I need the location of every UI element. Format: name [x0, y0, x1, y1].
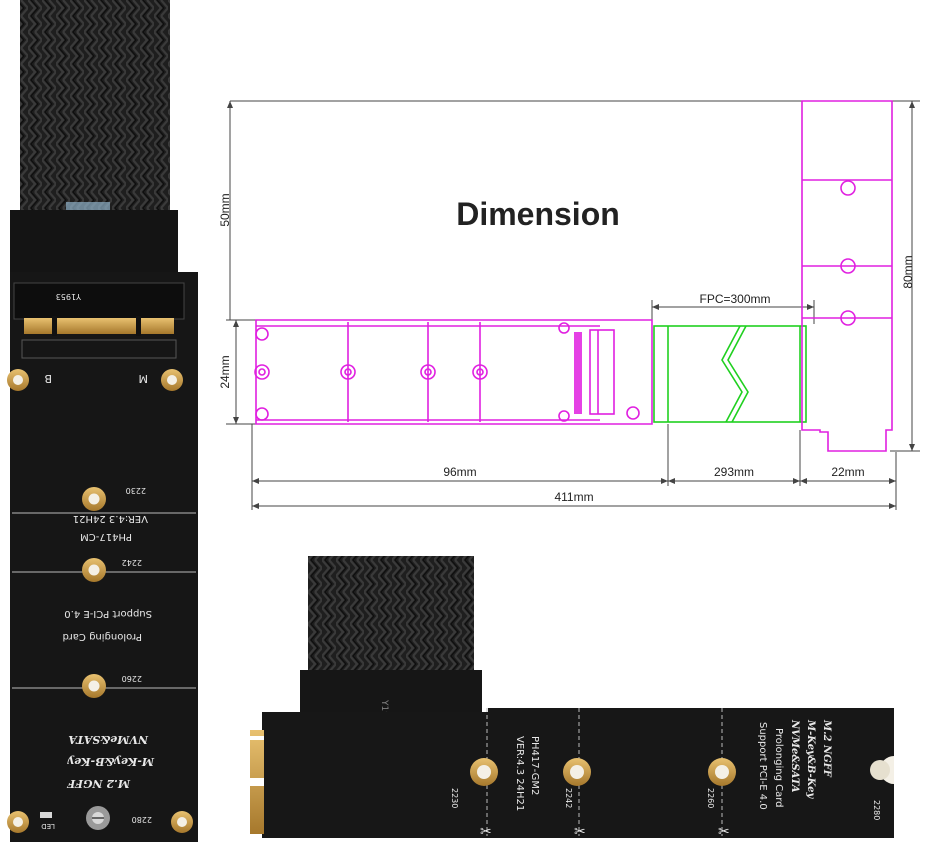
pcb-board	[10, 272, 198, 842]
m2-slot	[13, 282, 185, 320]
mounting-hole	[161, 369, 183, 391]
gold-edge-connector	[250, 730, 264, 834]
dim-height-50: 50mm	[218, 193, 232, 226]
standoff-2280	[86, 806, 110, 830]
version-label: VER:4.3 24H21	[73, 513, 148, 524]
version-label: VER:4.3 24H21	[514, 736, 525, 811]
dim-height-80: 80mm	[901, 255, 915, 288]
led-label: LED	[41, 822, 55, 830]
vertical-card-outline	[801, 100, 893, 452]
dim-height-24: 24mm	[218, 355, 232, 388]
mounting-hole	[7, 369, 29, 391]
standoff-2260	[708, 758, 736, 786]
model-label: PH417-GM2	[529, 736, 540, 795]
nvme-label: NVMe&SATA	[68, 733, 149, 746]
model-label: PH417-CM	[80, 531, 132, 542]
pos-2230-label: 2230	[450, 788, 459, 808]
standoff-2230	[82, 487, 106, 511]
support-label: Support PCI-E 4.0	[757, 722, 768, 810]
pos-2260-label: 2260	[122, 674, 142, 683]
key-type-label: M-Key&B-Key	[805, 719, 816, 800]
pos-2280-label: 2280	[132, 815, 152, 824]
ngff-label: M.2 NGFF	[66, 777, 131, 790]
dim-length-293: 293mm	[714, 465, 754, 479]
svg-text:✂: ✂	[574, 824, 586, 840]
cable-sleeve	[10, 210, 178, 280]
ngff-label: M.2 NGFF	[821, 719, 832, 778]
mounting-hole	[171, 811, 193, 833]
cut-scissors-icon: ✂	[718, 824, 730, 840]
dim-length-411: 411mm	[554, 490, 593, 504]
slot-label: Y1953	[56, 292, 82, 301]
slot-pins	[24, 318, 174, 334]
svg-text:✂: ✂	[480, 824, 492, 840]
dim-fpc-length: FPC=300mm	[699, 292, 770, 306]
standoff-2242	[563, 758, 591, 786]
nvme-label: NVMe&SATA	[789, 719, 800, 793]
pos-2280-label: 2280	[872, 800, 881, 820]
svg-text:✂: ✂	[718, 824, 730, 840]
fpc-cable-outline	[653, 325, 807, 423]
dim-length-22: 22mm	[831, 465, 864, 479]
key-b-label: B	[44, 372, 52, 385]
cut-scissors-icon: ✂	[574, 824, 586, 840]
key-type-label: M-Key&B-Key	[66, 755, 155, 768]
braided-cable	[20, 0, 170, 222]
support-label: Support PCI-E 4.0	[64, 608, 152, 619]
mounting-hole	[7, 811, 29, 833]
m2-card-outline	[254, 319, 653, 425]
pos-2260-label: 2260	[706, 788, 715, 808]
product-label: Prolonging Card	[773, 728, 784, 807]
pos-2242-label: 2242	[564, 788, 573, 808]
pos-2242-label: 2242	[122, 558, 142, 567]
pos-2230-label: 2230	[126, 486, 146, 495]
standoff-2230	[470, 758, 498, 786]
standoff-2280	[870, 756, 894, 784]
left-adapter-card: Y1953 B M 2230 2242 2260 2280 PH417-CM V…	[7, 0, 198, 842]
key-m-label: M	[139, 372, 149, 385]
cut-scissors-icon: ✂	[480, 824, 492, 840]
standoff-2260	[82, 674, 106, 698]
standoff-2242	[82, 558, 106, 582]
braided-cable	[308, 556, 474, 690]
product-label: Prolonging Card	[63, 631, 142, 642]
led	[40, 812, 52, 818]
dimension-drawing: Dimension 50mm 24mm 80mm FPC=300mm 96mm …	[218, 100, 920, 510]
m2-connector	[574, 332, 582, 414]
bottom-adapter-card: Y1953 ✂ ✂ ✂ 2230	[250, 556, 894, 840]
dim-length-96: 96mm	[443, 465, 476, 479]
diagram-title: Dimension	[456, 196, 620, 232]
